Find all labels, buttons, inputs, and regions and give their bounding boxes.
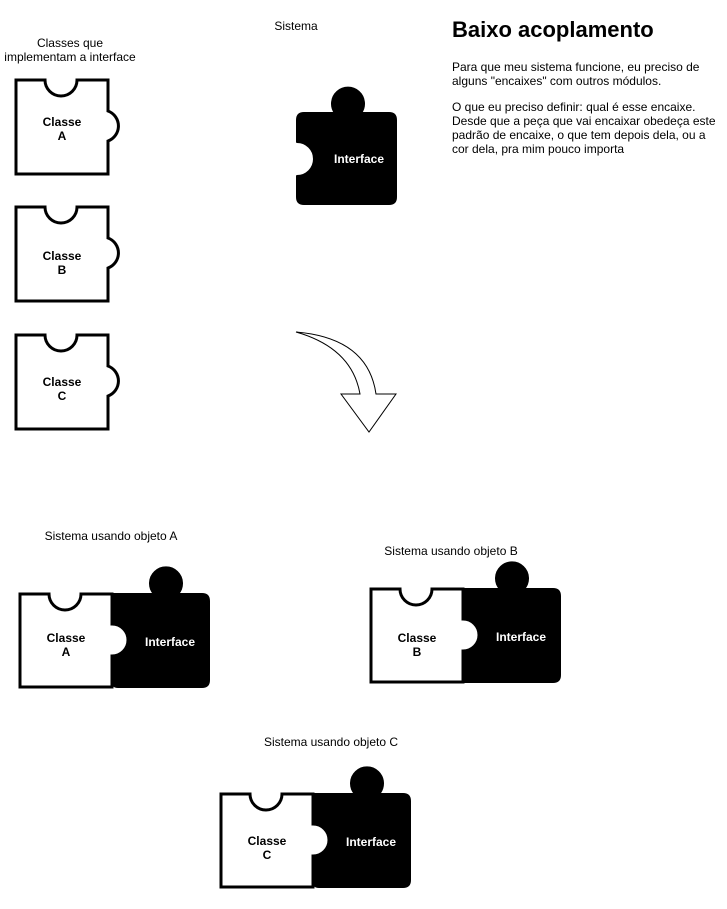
class-a-label-line1: Classe xyxy=(43,115,82,129)
class-b-piece: Classe B xyxy=(14,205,120,303)
class-a-piece: Classe A xyxy=(14,78,120,176)
combo-c-class-shape xyxy=(219,792,331,889)
notes-p2-line3: padrão de encaixe, o que tem depois dela… xyxy=(452,128,706,142)
system-label: Sistema xyxy=(274,19,318,33)
combo-c-interface-shape xyxy=(312,766,411,888)
combo-a-pieces: Classe A Interface xyxy=(18,566,210,689)
combo-a-class-line1: Classe xyxy=(47,631,86,645)
notes-title: Baixo acoplamento xyxy=(452,17,654,42)
combo-b-caption: Sistema usando objeto B xyxy=(384,544,518,558)
notes-p1-line2: alguns "encaixes" com outros módulos. xyxy=(452,74,662,88)
combo-b-class-line2: B xyxy=(413,645,422,659)
combo-a-interface-shape xyxy=(111,566,210,688)
combo-a-class-line2: A xyxy=(62,645,71,659)
combo-c-pieces: Classe C Interface xyxy=(219,766,411,889)
combo-c-caption: Sistema usando objeto C xyxy=(263,735,399,749)
combo-a-class-shape xyxy=(18,592,130,689)
class-c-label-line1: Classe xyxy=(43,375,82,389)
combo-a-interface-label: Interface xyxy=(145,635,195,649)
system-interface-piece: Interface xyxy=(296,86,397,205)
curved-arrow-icon xyxy=(295,331,397,433)
combo-b-pieces: Classe B Interface xyxy=(369,561,561,684)
combo-b-interface-label: Interface xyxy=(496,630,546,644)
combo-b-class-line1: Classe xyxy=(398,631,437,645)
class-a-shape xyxy=(14,78,120,176)
notes-paragraph-2: O que eu preciso definir: qual é esse en… xyxy=(452,100,722,156)
class-b-label-line1: Classe xyxy=(43,249,82,263)
combo-b-interface-shape xyxy=(462,561,561,683)
notes-p2-line1: O que eu preciso definir: qual é esse en… xyxy=(452,100,696,114)
class-c-shape xyxy=(14,333,120,431)
class-c-label-line2: C xyxy=(58,389,67,403)
classes-heading: Classes que implementam a interface xyxy=(0,36,140,64)
system-interface-shape xyxy=(296,86,397,205)
notes-p2-line2: Desde que a peça que vai encaixar obedeç… xyxy=(452,114,716,128)
combo-a-caption: Sistema usando objeto A xyxy=(44,529,178,543)
notes-p2-line4: cor dela, pra mim pouco importa xyxy=(452,142,625,156)
system-interface-label: Interface xyxy=(334,152,384,166)
class-c-piece: Classe C xyxy=(14,333,120,431)
classes-heading-line1: Classes que xyxy=(36,36,104,50)
combo-c-class-line1: Classe xyxy=(248,834,287,848)
combo-c-interface-label: Interface xyxy=(346,835,396,849)
combo-c-class-line2: C xyxy=(263,848,272,862)
combo-b-class-shape xyxy=(369,587,481,684)
classes-heading-line2: implementam a interface xyxy=(4,50,136,64)
class-b-shape xyxy=(14,205,120,303)
notes-p1-line1: Para que meu sistema funcione, eu precis… xyxy=(452,60,700,74)
class-a-label-line2: A xyxy=(58,129,67,143)
notes-paragraph-1: Para que meu sistema funcione, eu precis… xyxy=(452,60,722,88)
class-b-label-line2: B xyxy=(58,263,67,277)
